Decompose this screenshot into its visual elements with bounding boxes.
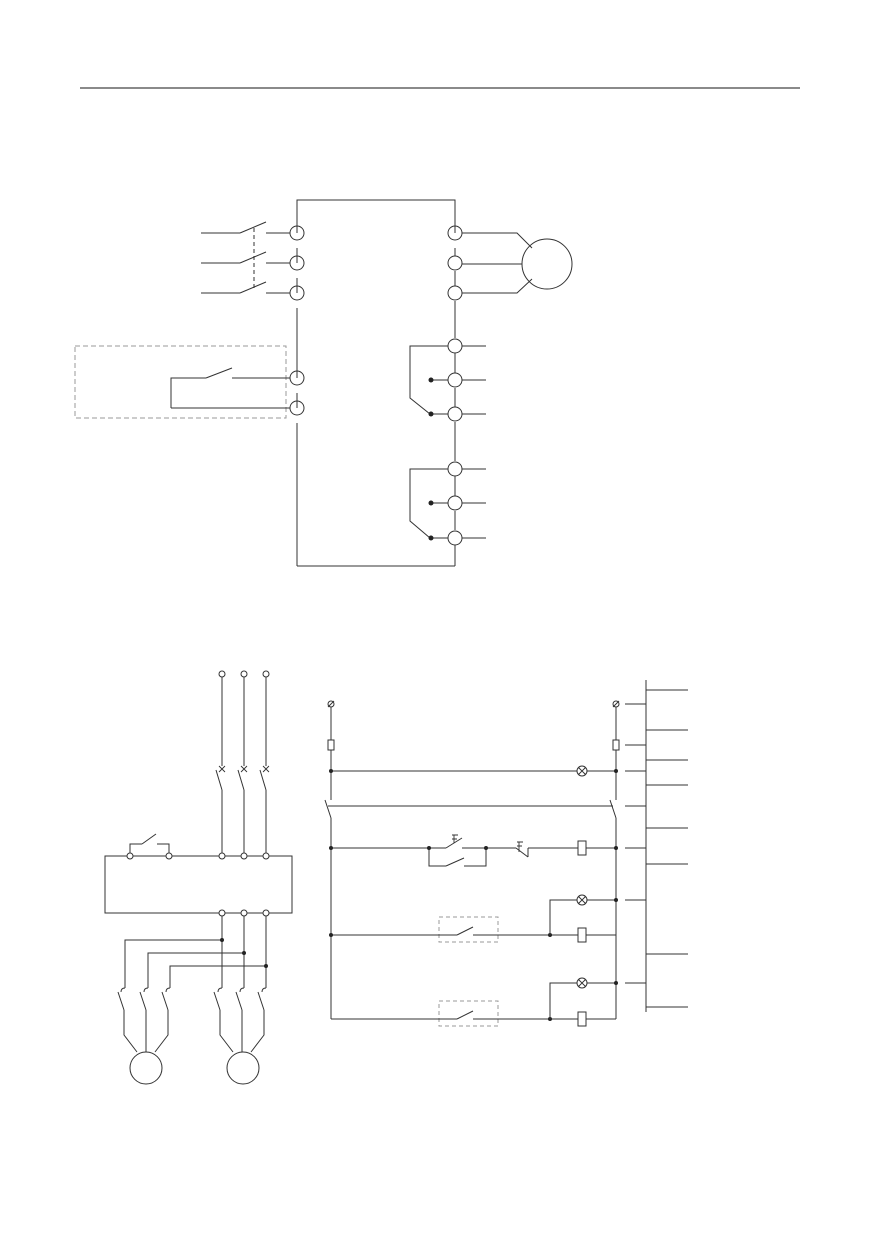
rung-power-indicator	[329, 766, 618, 776]
rung-contactor-a	[329, 895, 618, 942]
output-distribution	[125, 916, 268, 988]
control-right-supply	[610, 701, 619, 1019]
supply-terminals	[219, 671, 269, 766]
motor-symbol	[522, 239, 572, 289]
external-contact-switch	[171, 368, 290, 408]
terminal-output-w	[448, 286, 462, 300]
control-left-supply	[325, 701, 334, 1019]
soft-starter-bottom-terminals	[219, 910, 269, 916]
contactor-group-b	[214, 988, 266, 1052]
input-switch-3pole	[201, 222, 290, 293]
rung-contactor-b	[331, 978, 618, 1026]
rung-start-stop	[329, 835, 618, 866]
figure-drive-terminal-wiring	[75, 200, 572, 566]
figure-soft-start-control-circuit	[105, 671, 688, 1084]
relay-output-group-2	[410, 462, 486, 545]
main-isolator-3pole	[216, 766, 269, 856]
relay-output-group-1	[410, 339, 486, 421]
motor-leads	[462, 233, 532, 293]
motor-1-symbol	[130, 1052, 162, 1084]
drive-body-outline	[297, 200, 455, 233]
contactor-group-a	[118, 988, 170, 1052]
external-contact-box	[75, 346, 286, 418]
terminal-output-v	[448, 256, 462, 270]
motor-2-symbol	[227, 1052, 259, 1084]
output-terminal-strip	[625, 680, 688, 1012]
soft-starter-body	[105, 856, 292, 913]
soft-starter-run-contact	[130, 834, 169, 853]
